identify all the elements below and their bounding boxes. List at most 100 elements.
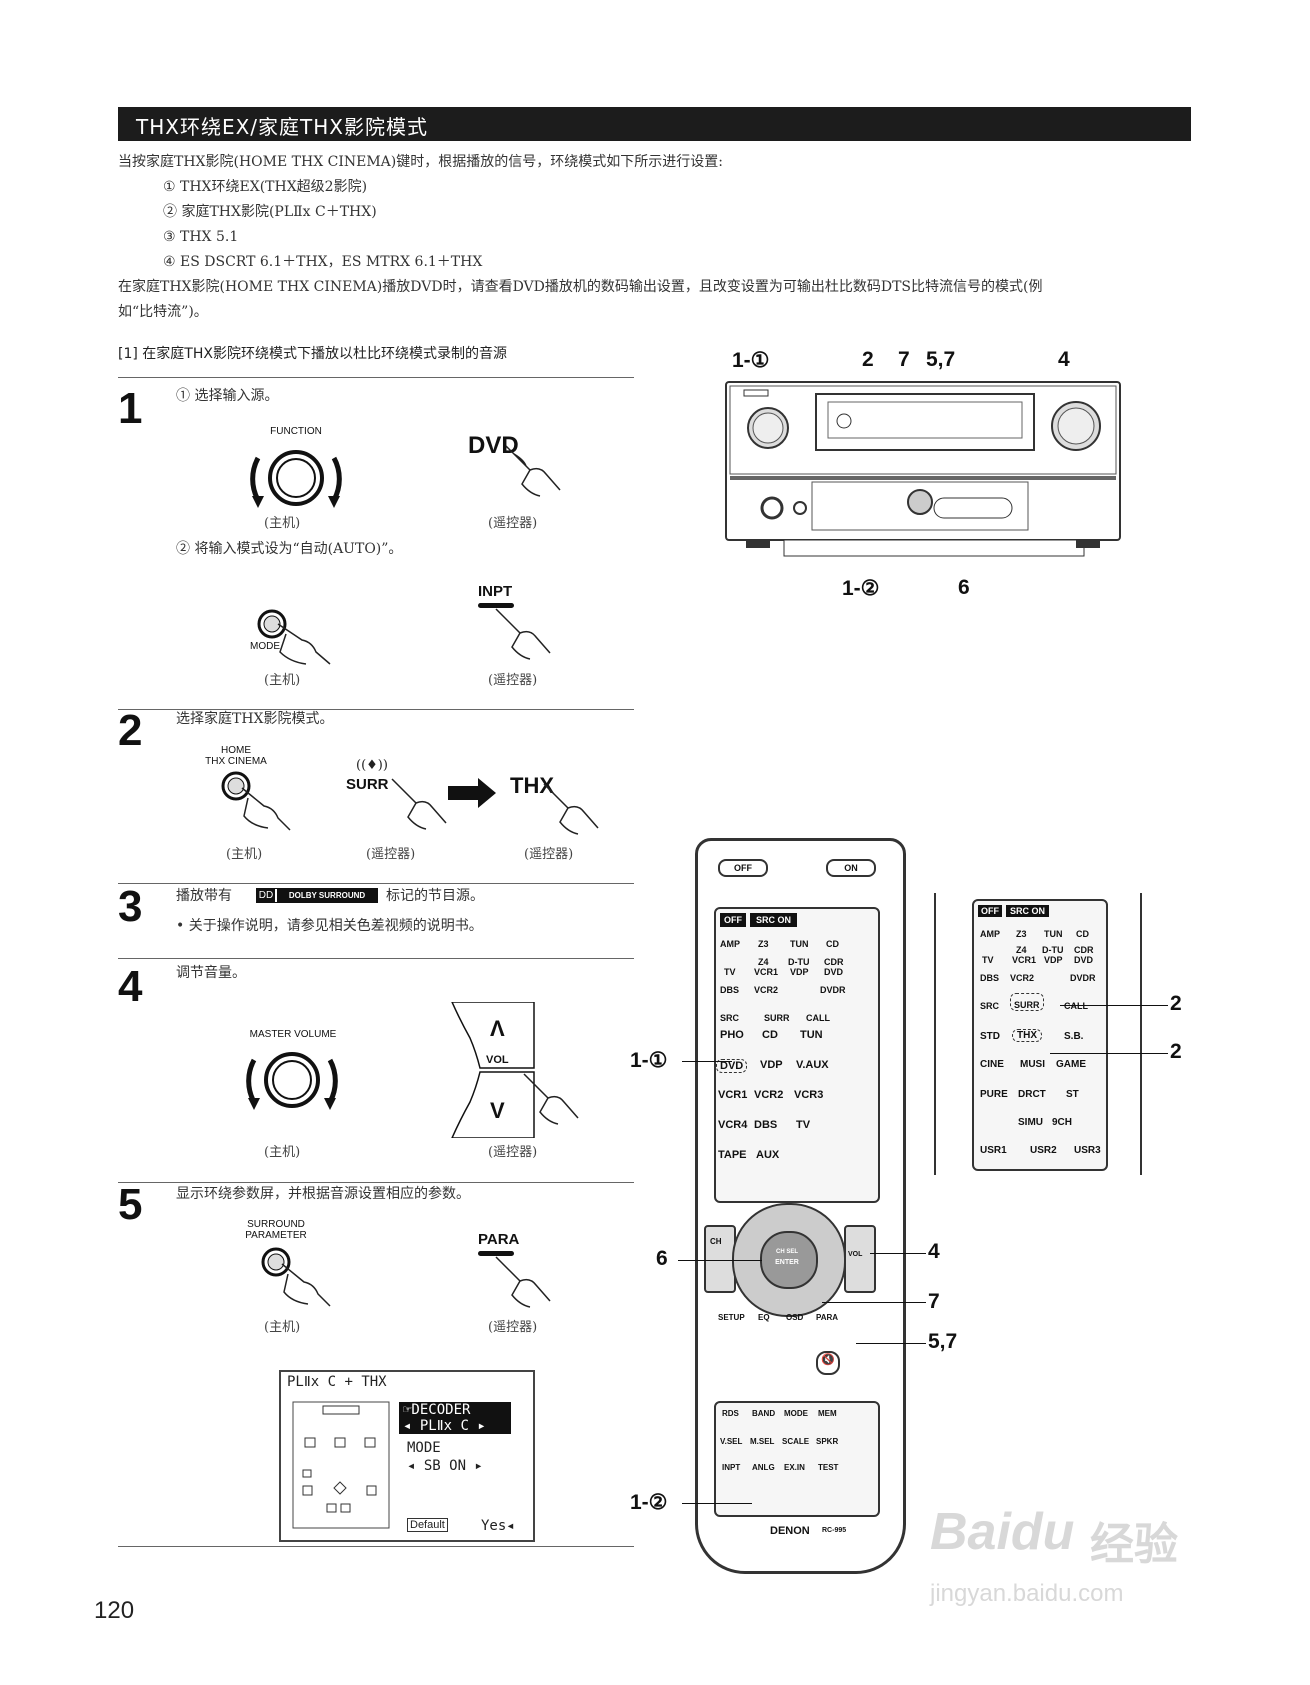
inset-sb[interactable]: S.B. — [1064, 1031, 1084, 1042]
remote-vcr1b[interactable]: VCR1 — [718, 1089, 748, 1101]
remote-aux[interactable]: AUX — [756, 1149, 780, 1161]
remote-vcr3[interactable]: VCR3 — [794, 1089, 824, 1101]
inset-9ch[interactable]: 9CH — [1052, 1117, 1073, 1128]
remote-amp[interactable]: AMP — [720, 939, 740, 949]
remote-mode[interactable]: MODE — [784, 1409, 808, 1418]
osd-mode-value[interactable]: ◂ SB ON ▸ — [407, 1458, 483, 1474]
remote-vcr1[interactable]: VCR1 — [754, 967, 779, 977]
remote-pho[interactable]: PHO — [720, 1029, 744, 1041]
osd-title: PLⅡx C + THX — [287, 1374, 387, 1390]
osd-default-button[interactable]: Default — [407, 1518, 448, 1532]
remote-vcr4[interactable]: VCR4 — [718, 1119, 748, 1131]
remote-dvdr[interactable]: DVDR — [820, 985, 846, 995]
inset-amp[interactable]: AMP — [980, 929, 1000, 939]
remote-on-button[interactable]: ON — [826, 859, 876, 877]
intro-item-4: ④ ES DSCRT 6.1＋THX，ES MTRX 6.1＋THX — [163, 254, 483, 270]
inset-dbs[interactable]: DBS — [980, 973, 1000, 983]
inset-z4[interactable]: Z4 — [1016, 945, 1027, 955]
remote-anlg[interactable]: ANLG — [752, 1463, 775, 1472]
mute-icon[interactable]: 🔇 — [816, 1351, 840, 1375]
inset-pure[interactable]: PURE — [980, 1089, 1008, 1100]
osd-mode-label[interactable]: MODE — [407, 1440, 441, 1456]
inset-cdr[interactable]: CDR — [1074, 945, 1094, 955]
step-number-1: 1 — [118, 384, 143, 433]
remote-off-button[interactable]: OFF — [718, 859, 768, 877]
remote-dbs2[interactable]: DBS — [754, 1119, 778, 1131]
remote-tv[interactable]: TV — [724, 967, 736, 977]
inset-thx[interactable]: THX — [1012, 1029, 1042, 1042]
remote-src-off-tab[interactable]: OFF — [720, 913, 746, 927]
remote-osd[interactable]: OSD — [786, 1313, 804, 1322]
inset-tun[interactable]: TUN — [1044, 929, 1063, 939]
inset-src[interactable]: SRC — [980, 1001, 1000, 1011]
remote-cdr[interactable]: CDR — [824, 957, 844, 967]
remote-inpt[interactable]: INPT — [722, 1463, 741, 1472]
hand-press-icon — [495, 608, 551, 660]
remote-setup[interactable]: SETUP — [718, 1313, 745, 1322]
inset-src-on[interactable]: SRC ON — [1006, 905, 1050, 917]
inset-usr2[interactable]: USR2 — [1030, 1145, 1057, 1156]
remote-tun[interactable]: TUN — [790, 939, 809, 949]
remote-band[interactable]: BAND — [752, 1409, 776, 1418]
inset-cine[interactable]: CINE — [980, 1059, 1004, 1070]
inset-off[interactable]: OFF — [978, 905, 1002, 917]
remote-z3[interactable]: Z3 — [758, 939, 769, 949]
remote-cd[interactable]: CD — [826, 939, 839, 949]
remote-tun2[interactable]: TUN — [800, 1029, 823, 1041]
remote-dvd[interactable]: DVD — [824, 967, 844, 977]
remote-vdp[interactable]: VDP — [790, 967, 809, 977]
caption-remote: (遥控器) — [488, 516, 538, 531]
dolby-logo-text: DOLBY SURROUND — [277, 889, 377, 902]
remote-scale[interactable]: SCALE — [782, 1437, 810, 1446]
remote-mem[interactable]: MEM — [818, 1409, 837, 1418]
remote-vcr2[interactable]: VCR2 — [754, 985, 779, 995]
remote-surr[interactable]: SURR — [764, 1013, 790, 1023]
remote-spkr[interactable]: SPKR — [816, 1437, 839, 1446]
remote-msel[interactable]: M.SEL — [750, 1437, 775, 1446]
osd-decoder-row[interactable]: ☞DECODER ◂ PLⅡx C ▸ — [399, 1402, 511, 1434]
inset-tv[interactable]: TV — [982, 955, 994, 965]
inset-cd[interactable]: CD — [1076, 929, 1089, 939]
inset-std[interactable]: STD — [980, 1031, 1000, 1042]
inset-dvdr[interactable]: DVDR — [1070, 973, 1096, 983]
inset-dvd[interactable]: DVD — [1074, 955, 1094, 965]
inset-z3[interactable]: Z3 — [1016, 929, 1027, 939]
remote-src-on-tab[interactable]: SRC ON — [750, 913, 798, 927]
inset-call[interactable]: CALL — [1064, 1001, 1088, 1011]
hand-press-icon — [523, 1073, 579, 1125]
inset-vcr2[interactable]: VCR2 — [1010, 973, 1035, 983]
remote-exin[interactable]: EX.IN — [784, 1463, 805, 1472]
section-header-bar: THX环绕EX/家庭THX影院模式 — [118, 107, 1191, 141]
remote-vcr2b[interactable]: VCR2 — [754, 1089, 784, 1101]
remote-dvd-button[interactable]: DVD — [716, 1059, 748, 1073]
remote-z4[interactable]: Z4 — [758, 957, 769, 967]
remote-d-tu[interactable]: D-TU — [788, 957, 810, 967]
remote-cd2[interactable]: CD — [762, 1029, 778, 1041]
remote-vaux[interactable]: V.AUX — [796, 1059, 829, 1071]
inset-surr[interactable]: SURR — [1010, 993, 1044, 1011]
inset-st[interactable]: ST — [1066, 1089, 1079, 1100]
inset-drct[interactable]: DRCT — [1018, 1089, 1046, 1100]
remote-call[interactable]: CALL — [806, 1013, 830, 1023]
remote-eq[interactable]: EQ — [758, 1313, 770, 1322]
inset-usr1[interactable]: USR1 — [980, 1145, 1007, 1156]
inset-d-tu[interactable]: D-TU — [1042, 945, 1064, 955]
remote-vsel[interactable]: V.SEL — [720, 1437, 743, 1446]
inset-simu[interactable]: SIMU — [1018, 1117, 1043, 1128]
remote-tv2[interactable]: TV — [796, 1119, 811, 1131]
remote-dbs[interactable]: DBS — [720, 985, 740, 995]
remote-tape[interactable]: TAPE — [718, 1149, 747, 1161]
inset-game[interactable]: GAME — [1056, 1059, 1086, 1070]
remote-src[interactable]: SRC — [720, 1013, 740, 1023]
remote-rds[interactable]: RDS — [722, 1409, 739, 1418]
inset-vdp[interactable]: VDP — [1044, 955, 1063, 965]
remote-vol-rocker[interactable] — [844, 1225, 876, 1293]
remote-para[interactable]: PARA — [816, 1313, 839, 1322]
osd-yes-option[interactable]: Yes◂ — [481, 1518, 515, 1534]
inset-usr3[interactable]: USR3 — [1074, 1145, 1101, 1156]
receiver-callout-6: 6 — [958, 576, 970, 599]
remote-vdp2[interactable]: VDP — [760, 1059, 783, 1071]
inset-musi[interactable]: MUSI — [1020, 1059, 1045, 1070]
remote-test[interactable]: TEST — [818, 1463, 839, 1472]
inset-vcr1[interactable]: VCR1 — [1012, 955, 1037, 965]
